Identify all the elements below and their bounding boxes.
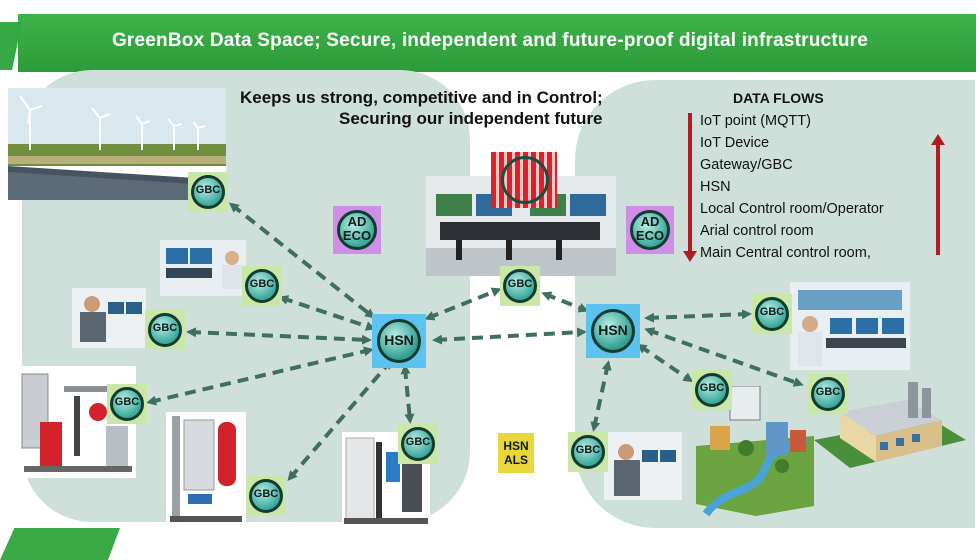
- gbc-label: GBC: [152, 322, 178, 334]
- gbc-node-icon: [503, 269, 537, 303]
- gbc-label: GBC: [507, 278, 533, 290]
- slogan-line-1: Keeps us strong, competitive and in Cont…: [240, 88, 603, 107]
- gbc-node-icon: [811, 377, 845, 411]
- link-hsn-operator-top: [278, 295, 376, 331]
- hsn-node-icon: [377, 319, 421, 363]
- ad-eco-icon: [337, 210, 377, 250]
- title-band: [18, 14, 976, 72]
- flow-item: HSN: [700, 179, 731, 195]
- operator-photo-1: [72, 288, 146, 348]
- page-title: GreenBox Data Space; Secure, independent…: [111, 30, 869, 51]
- flow-arrow-down: [688, 113, 692, 253]
- red-datacenter-icon: [491, 152, 557, 208]
- link-hsn-city: [636, 343, 694, 383]
- ad-eco-icon: [630, 210, 670, 250]
- control-room-photo-right: [790, 282, 910, 370]
- link-hsn-gbc-center: [424, 287, 502, 321]
- gbc-label: GBC: [815, 386, 841, 398]
- gbc-node-factory[interactable]: GBC: [808, 374, 848, 414]
- gbc-node-skid-left[interactable]: GBC: [107, 384, 147, 424]
- gbc-node-icon: [245, 269, 279, 303]
- skid-equipment-photo-3: [342, 432, 430, 526]
- gbc-label: GBC: [114, 396, 140, 408]
- flow-arrow-up: [936, 145, 940, 255]
- flow-item: Gateway/GBC: [700, 157, 793, 173]
- gbc-node-center[interactable]: GBC: [500, 266, 540, 306]
- flow-item: IoT point (MQTT): [700, 113, 811, 129]
- link-hsn-skid-left: [146, 346, 374, 406]
- gbc-node-windfarm[interactable]: GBC: [188, 172, 228, 212]
- slogan-line-2: Securing our independent future: [339, 109, 603, 128]
- flow-item: IoT Device: [700, 135, 770, 151]
- gbc-node-icon: [249, 479, 283, 513]
- flow-item: Local Control room/Operator: [700, 201, 884, 217]
- link-hsn-operator-bottom: [590, 360, 612, 432]
- gbc-node-operator-left[interactable]: GBC: [145, 310, 185, 350]
- gbc-label: GBC: [195, 184, 221, 196]
- city-illustration: [696, 386, 814, 516]
- gbc-label: GBC: [249, 278, 275, 290]
- link-hsn-skid-center: [400, 364, 415, 424]
- gbc-node-skid-bottom[interactable]: GBC: [246, 476, 286, 516]
- gbc-label: GBC: [575, 444, 601, 456]
- gbc-label: GBC: [759, 306, 785, 318]
- link-hsn-factory: [644, 327, 804, 387]
- hsn-node-right[interactable]: HSN: [586, 304, 640, 358]
- hsn-label: HSN: [384, 332, 414, 348]
- gbc-node-skid-center[interactable]: GBC: [398, 424, 438, 464]
- hsn-node-left[interactable]: HSN: [372, 314, 426, 368]
- gbc-label: GBC: [405, 436, 431, 448]
- gbc-node-icon: [148, 313, 182, 347]
- link-hsn-operator-right: [644, 309, 752, 323]
- gbc-node-icon: [695, 373, 729, 407]
- flow-item: Main Central control room,: [700, 245, 871, 261]
- flow-item: Arial control room: [700, 223, 814, 239]
- link-hsn-skid-bottom: [287, 358, 393, 482]
- hsn-label: HSN: [598, 322, 628, 338]
- operator-photo-2: [604, 432, 682, 500]
- link-hsn-hsn: [432, 327, 587, 345]
- gbc-node-icon: [571, 435, 605, 469]
- control-room-photo-1: [160, 240, 246, 296]
- link-hsn-operator-left: [186, 327, 372, 345]
- data-flows-list: IoT point (MQTT) IoT Device Gateway/GBC …: [700, 110, 884, 264]
- gbc-node-operator-bottom[interactable]: GBC: [568, 432, 608, 472]
- footer-accent-stripe: [0, 528, 120, 560]
- hsn-node-icon: [591, 309, 635, 353]
- gbc-node-operator-right[interactable]: GBC: [752, 294, 792, 334]
- flow-arrow-down-head: [683, 251, 697, 262]
- skid-equipment-photo-2: [166, 412, 246, 526]
- gbc-node-icon: [191, 175, 225, 209]
- link-gbc-center-hsn-right: [541, 291, 589, 313]
- factory-illustration: [810, 376, 968, 476]
- data-flows-title: DATA FLOWS: [733, 90, 824, 106]
- gbc-node-icon: [110, 387, 144, 421]
- gbc-label: GBC: [699, 382, 725, 394]
- wind-farm-photo: [8, 88, 226, 200]
- gbc-node-operator-top[interactable]: GBC: [242, 266, 282, 306]
- gbc-label: GBC: [253, 488, 279, 500]
- gbc-node-city[interactable]: GBC: [692, 370, 732, 410]
- flow-arrow-up-head: [931, 134, 945, 145]
- gbc-node-icon: [755, 297, 789, 331]
- gbc-node-icon: [401, 427, 435, 461]
- title-bar: GreenBox Data Space; Secure, independent…: [0, 0, 980, 78]
